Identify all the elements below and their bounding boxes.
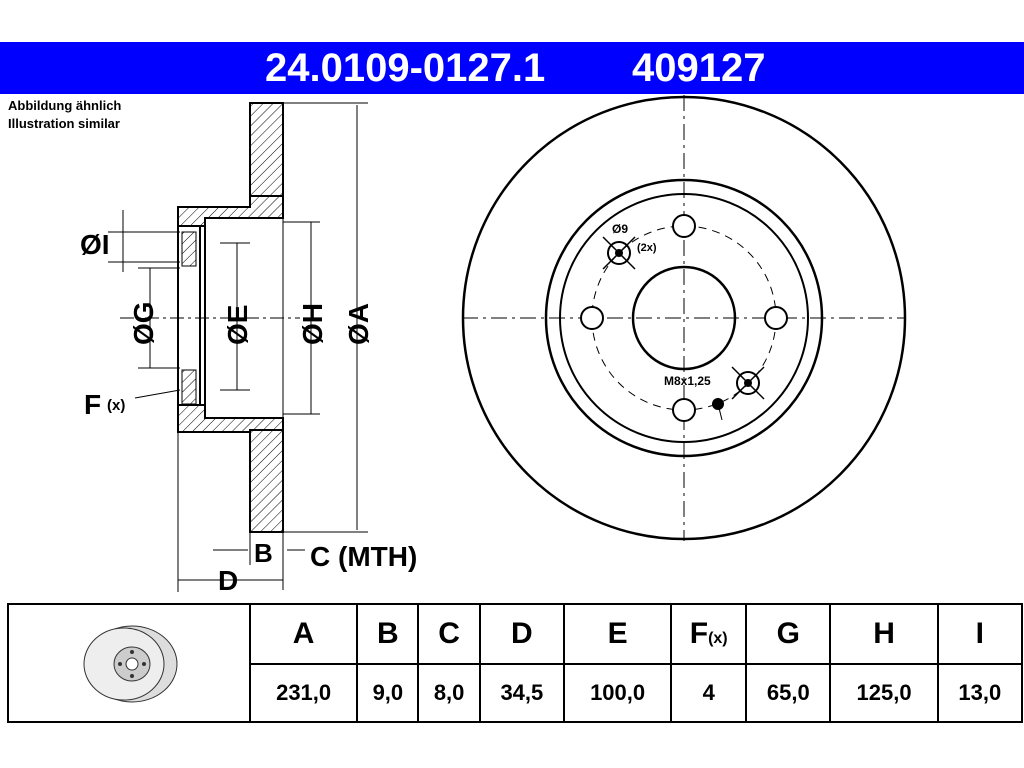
hub-face — [177, 225, 201, 406]
dim-label-I: ØI — [80, 229, 110, 260]
hole-label: Ø9 — [612, 222, 628, 236]
value-B: 9,0 — [356, 663, 420, 723]
col-header-F-letter: F — [689, 617, 709, 650]
bolt-hole-left — [580, 306, 604, 330]
dim-label-B: B — [254, 538, 273, 568]
rotor-section-lower — [249, 429, 284, 533]
bolt-hole-bottom — [672, 398, 696, 422]
hub-bolt-lower — [181, 369, 197, 405]
dim-label-C: C (MTH) — [310, 541, 417, 572]
hole-count-label: (2x) — [637, 242, 657, 254]
disc-thumbnail — [83, 625, 178, 702]
dim-label-A: ØA — [343, 303, 374, 345]
col-header-E: E — [562, 603, 673, 665]
reference-number: 409127 — [632, 46, 766, 90]
col-header-H: H — [829, 603, 939, 665]
bolt-hole-top — [672, 214, 696, 238]
value-G: 65,0 — [745, 663, 832, 723]
value-F: 4 — [670, 663, 748, 723]
dim-label-H: ØH — [297, 303, 328, 345]
col-header-A: A — [248, 603, 359, 665]
hat-section-lower — [177, 404, 284, 433]
note-german: Abbildung ähnlich — [8, 98, 122, 113]
header-bar: 24.0109-0127.1 409127 — [0, 42, 1024, 94]
value-D: 34,5 — [478, 663, 565, 723]
dim-label-E: ØE — [222, 305, 253, 345]
col-header-I: I — [936, 603, 1024, 665]
section-view: ØI ØG ØE ØH ØA F (x) B C (MTH) D — [80, 102, 417, 596]
bolt-hole-right — [764, 306, 788, 330]
value-E: 100,0 — [562, 663, 673, 723]
col-header-F-sub: (x) — [708, 630, 728, 647]
front-view: Ø9 (2x) M8x1,25 — [461, 95, 907, 541]
locating-hole-lower — [731, 366, 765, 400]
dim-label-G: ØG — [128, 301, 159, 345]
value-H: 125,0 — [829, 663, 939, 723]
hat-section-upper — [177, 195, 284, 227]
note-english: Illustration similar — [8, 116, 120, 131]
value-I: 13,0 — [936, 663, 1024, 723]
rotor-section-upper — [249, 102, 284, 197]
col-header-G: G — [745, 603, 832, 665]
col-header-C: C — [417, 603, 481, 665]
spec-table: A B C D E F(x) G H I 231,0 9,0 8,0 34,5 … — [7, 603, 1024, 723]
col-header-D: D — [478, 603, 565, 665]
part-number: 24.0109-0127.1 — [265, 46, 546, 90]
hub-bolt-upper — [181, 231, 197, 267]
col-header-B: B — [356, 603, 420, 665]
dim-label-F: F — [84, 389, 101, 420]
value-C: 8,0 — [417, 663, 481, 723]
value-A: 231,0 — [248, 663, 359, 723]
thread-label: M8x1,25 — [664, 374, 711, 388]
col-header-F: F(x) — [670, 603, 748, 665]
technical-drawing: ØI ØG ØE ØH ØA F (x) B C (MTH) D — [80, 95, 907, 596]
dim-label-F-sub: (x) — [107, 397, 125, 414]
thumbnail-cell — [7, 603, 251, 723]
dim-label-D: D — [218, 565, 238, 596]
locating-hole-upper — [602, 236, 636, 270]
